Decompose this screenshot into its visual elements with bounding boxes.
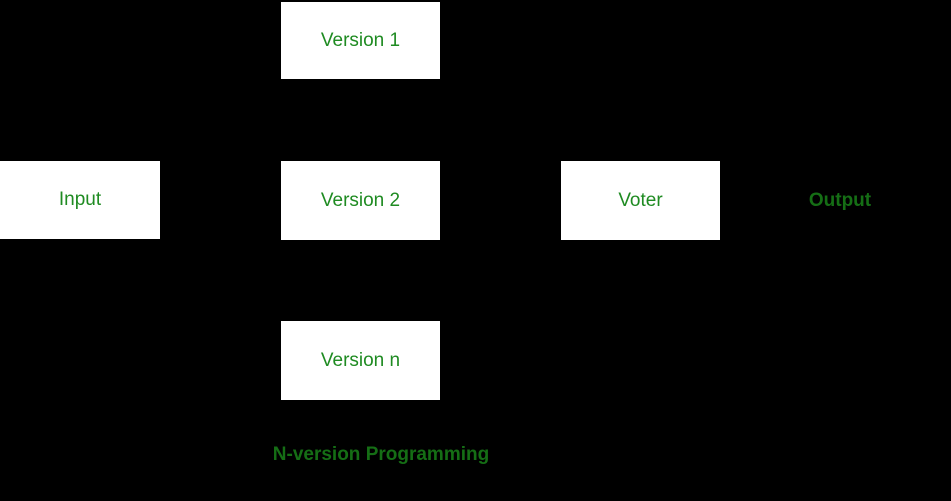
diagram-title: N-version Programming (272, 444, 490, 465)
voter-node-label: Voter (618, 189, 663, 211)
version-2-node: Version 2 (281, 161, 440, 240)
version-2-node-label: Version 2 (320, 189, 401, 211)
version-1-node-label: Version 1 (320, 29, 401, 51)
voter-node: Voter (561, 161, 720, 240)
version-1-node: Version 1 (281, 2, 440, 79)
version-n-node: Version n (281, 321, 440, 400)
output-label: Output (808, 190, 872, 211)
input-node: Input (0, 161, 160, 239)
input-node-label: Input (58, 189, 102, 210)
version-n-node-label: Version n (320, 349, 401, 371)
